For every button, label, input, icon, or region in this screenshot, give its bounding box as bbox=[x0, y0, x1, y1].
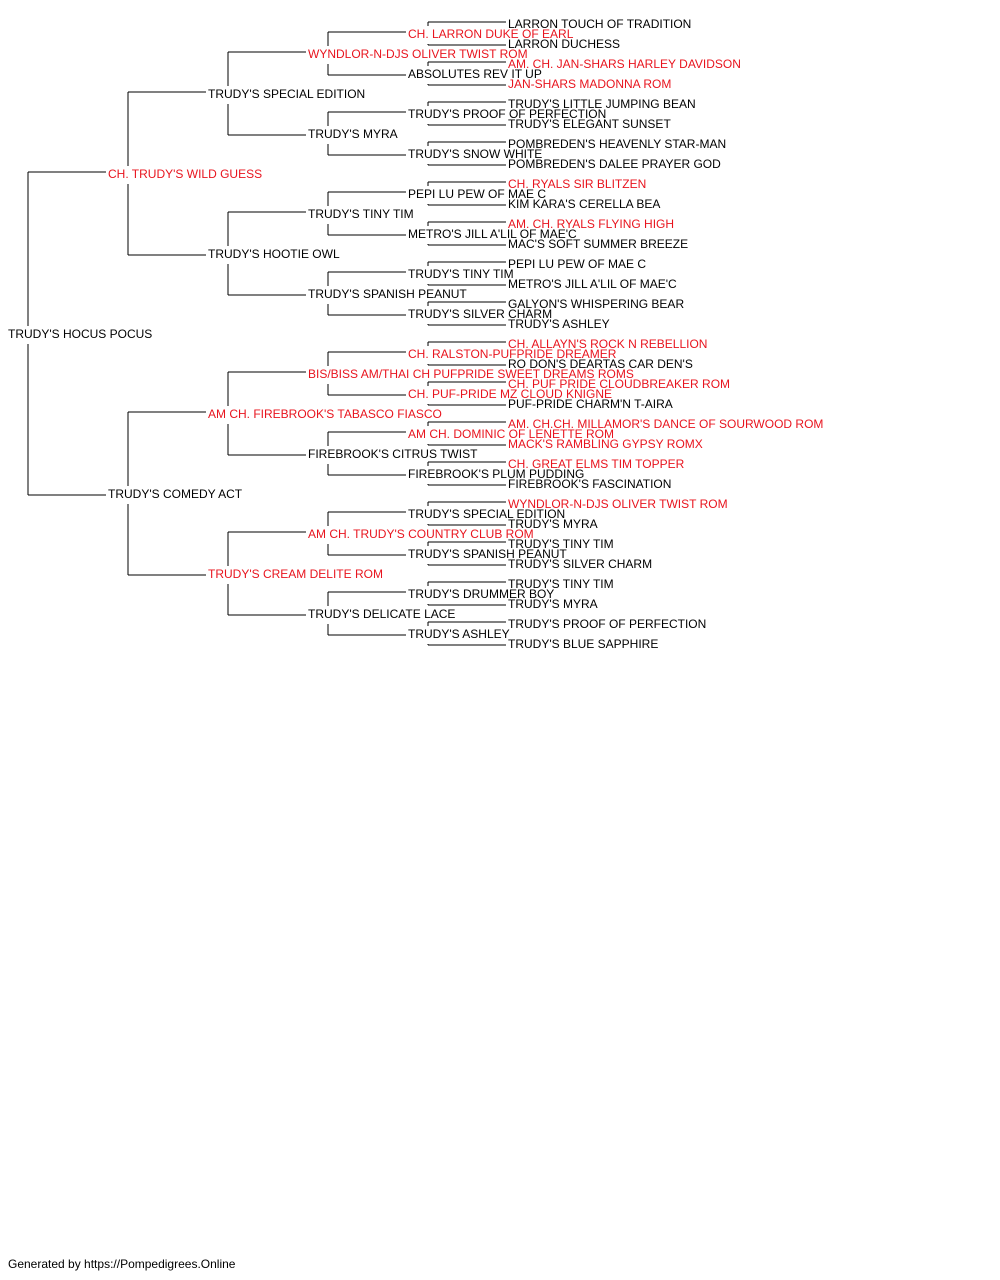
ancestor-name-gen5: TRUDY'S PROOF OF PERFECTION bbox=[508, 617, 706, 631]
ancestor-name-gen3: TRUDY'S SPANISH PEANUT bbox=[308, 287, 467, 301]
ancestor-name-gen4: METRO'S JILL A'LIL OF MAE'C bbox=[408, 227, 577, 241]
ancestor-name-gen5: GALYON'S WHISPERING BEAR bbox=[508, 297, 684, 311]
ancestor-name-gen4: ABSOLUTES REV IT UP bbox=[408, 67, 542, 81]
ancestor-name-gen4: TRUDY'S SPANISH PEANUT bbox=[408, 547, 567, 561]
ancestor-name-gen5: LARRON TOUCH OF TRADITION bbox=[508, 17, 691, 31]
ancestor-name-gen5: JAN-SHARS MADONNA ROM bbox=[508, 77, 671, 91]
ancestor-name-gen5: KIM KARA'S CERELLA BEA bbox=[508, 197, 660, 211]
ancestor-name-gen5: POMBREDEN'S DALEE PRAYER GOD bbox=[508, 157, 721, 171]
ancestor-name-gen4: TRUDY'S SILVER CHARM bbox=[408, 307, 552, 321]
ancestor-name-gen4: TRUDY'S DRUMMER BOY bbox=[408, 587, 554, 601]
ancestor-name-gen4: AM CH. DOMINIC OF LENETTE ROM bbox=[408, 427, 614, 441]
ancestor-name-gen3: TRUDY'S TINY TIM bbox=[308, 207, 414, 221]
ancestor-name-gen4: CH. RALSTON-PUFPRIDE DREAMER bbox=[408, 347, 617, 361]
footer-credit: Generated by https://Pompedigrees.Online bbox=[8, 1257, 236, 1271]
ancestor-name-gen5: TRUDY'S TINY TIM bbox=[508, 537, 614, 551]
ancestor-name-gen4: PEPI LU PEW OF MAE C bbox=[408, 187, 546, 201]
ancestor-name-gen4: FIREBROOK'S PLUM PUDDING bbox=[408, 467, 584, 481]
ancestor-name-gen4: TRUDY'S PROOF OF PERFECTION bbox=[408, 107, 606, 121]
ancestor-name-gen5: CH. RYALS SIR BLITZEN bbox=[508, 177, 646, 191]
ancestor-name-gen5: TRUDY'S LITTLE JUMPING BEAN bbox=[508, 97, 696, 111]
ancestor-name-gen1: TRUDY'S COMEDY ACT bbox=[108, 487, 243, 501]
ancestor-name-gen5: METRO'S JILL A'LIL OF MAE'C bbox=[508, 277, 677, 291]
ancestor-name-gen2: TRUDY'S CREAM DELITE ROM bbox=[208, 567, 383, 581]
ancestor-name-gen5: AM. CH. JAN-SHARS HARLEY DAVIDSON bbox=[508, 57, 741, 71]
ancestor-name-gen5: TRUDY'S ASHLEY bbox=[508, 317, 610, 331]
ancestor-name-gen5: CH. GREAT ELMS TIM TOPPER bbox=[508, 457, 685, 471]
ancestor-name-gen2: TRUDY'S HOOTIE OWL bbox=[208, 247, 340, 261]
ancestor-name-gen5: MACK'S RAMBLING GYPSY ROMX bbox=[508, 437, 703, 451]
ancestor-name-gen4: CH. LARRON DUKE OF EARL bbox=[408, 27, 574, 41]
ancestor-name-gen5: TRUDY'S TINY TIM bbox=[508, 577, 614, 591]
ancestor-name-gen5: TRUDY'S MYRA bbox=[508, 597, 598, 611]
ancestor-name-gen5: LARRON DUCHESS bbox=[508, 37, 620, 51]
ancestor-name-gen5: CH. ALLAYN'S ROCK N REBELLION bbox=[508, 337, 707, 351]
ancestor-name-gen5: TRUDY'S BLUE SAPPHIRE bbox=[508, 637, 658, 651]
ancestor-name-gen4: CH. PUF-PRIDE MZ CLOUD KNIGNE bbox=[408, 387, 612, 401]
ancestor-name-gen5: PEPI LU PEW OF MAE C bbox=[508, 257, 646, 271]
ancestor-name-gen3: AM CH. TRUDY'S COUNTRY CLUB ROM bbox=[308, 527, 534, 541]
ancestor-name-gen4: TRUDY'S ASHLEY bbox=[408, 627, 510, 641]
ancestor-name-gen5: TRUDY'S MYRA bbox=[508, 517, 598, 531]
ancestor-name-gen5: MAC'S SOFT SUMMER BREEZE bbox=[508, 237, 688, 251]
ancestor-name-gen5: CH. PUF PRIDE CLOUDBREAKER ROM bbox=[508, 377, 730, 391]
ancestor-name-gen5: PUF-PRIDE CHARM'N T-AIRA bbox=[508, 397, 673, 411]
ancestor-name-gen4: TRUDY'S SNOW WHITE bbox=[408, 147, 542, 161]
ancestor-name-gen5: TRUDY'S ELEGANT SUNSET bbox=[508, 117, 671, 131]
ancestor-name-gen4: TRUDY'S SPECIAL EDITION bbox=[408, 507, 565, 521]
ancestor-name-gen2: AM CH. FIREBROOK'S TABASCO FIASCO bbox=[208, 407, 442, 421]
ancestor-name-gen3: WYNDLOR-N-DJS OLIVER TWIST ROM bbox=[308, 47, 528, 61]
ancestor-name-gen3: TRUDY'S DELICATE LACE bbox=[308, 607, 455, 621]
ancestor-name-gen5: WYNDLOR-N-DJS OLIVER TWIST ROM bbox=[508, 497, 728, 511]
ancestor-name-gen5: RO DON'S DEARTAS CAR DEN'S bbox=[508, 357, 693, 371]
ancestor-name-gen5: FIREBROOK'S FASCINATION bbox=[508, 477, 671, 491]
ancestor-name-gen2: TRUDY'S SPECIAL EDITION bbox=[208, 87, 365, 101]
ancestor-name-gen5: AM. CH. RYALS FLYING HIGH bbox=[508, 217, 674, 231]
ancestor-name-gen0: TRUDY'S HOCUS POCUS bbox=[8, 327, 152, 341]
ancestor-name-gen5: AM. CH.CH. MILLAMOR'S DANCE OF SOURWOOD … bbox=[508, 417, 823, 431]
ancestor-name-gen3: BIS/BISS AM/THAI CH PUFPRIDE SWEET DREAM… bbox=[308, 367, 634, 381]
ancestor-name-gen5: TRUDY'S SILVER CHARM bbox=[508, 557, 652, 571]
ancestor-name-gen4: TRUDY'S TINY TIM bbox=[408, 267, 514, 281]
ancestor-name-gen3: TRUDY'S MYRA bbox=[308, 127, 398, 141]
ancestor-name-gen3: FIREBROOK'S CITRUS TWIST bbox=[308, 447, 478, 461]
ancestor-name-gen1: CH. TRUDY'S WILD GUESS bbox=[108, 167, 262, 181]
ancestor-name-gen5: POMBREDEN'S HEAVENLY STAR-MAN bbox=[508, 137, 726, 151]
